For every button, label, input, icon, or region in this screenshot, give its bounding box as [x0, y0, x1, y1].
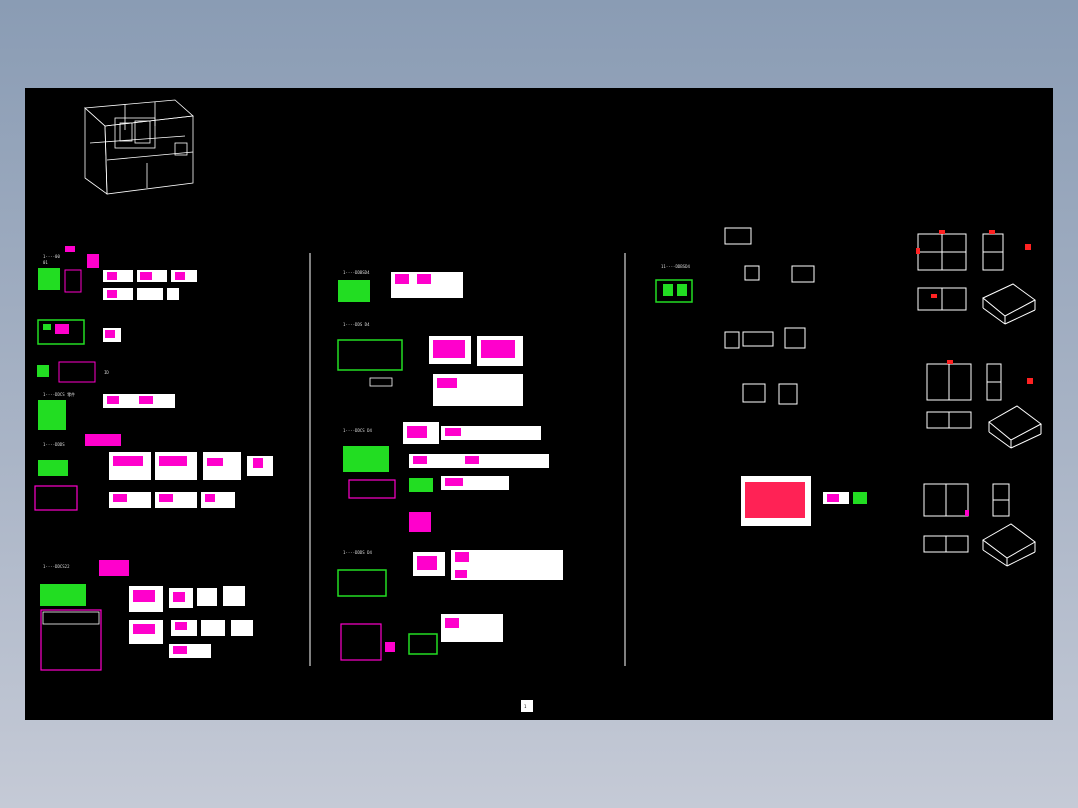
machine-isometric-view: [84, 99, 194, 195]
svg-text:1----DDS D4: 1----DDS D4: [343, 322, 370, 327]
svg-text:11----DDBSD4: 11----DDBSD4: [661, 264, 690, 269]
svg-text:ID: ID: [104, 370, 109, 375]
column-2-parts: 1----DDBSD4 1----DDS D4 1----DDCS D4 1--…: [337, 270, 563, 661]
frame-views: [917, 233, 1042, 567]
column-1-parts: 1----00 01 ID 1----DDCS 零件 1----DDDS 1--…: [34, 246, 273, 671]
page-number: 1: [524, 704, 527, 709]
cad-drawing-canvas[interactable]: 1----00 01 ID 1----DDCS 零件 1----DDDS 1--…: [25, 88, 1053, 720]
svg-text:1----00: 1----00: [43, 254, 60, 259]
drawing-sheet: 1----00 01 ID 1----DDCS 零件 1----DDDS 1--…: [34, 99, 1042, 712]
svg-text:1----DDCS D4: 1----DDCS D4: [343, 428, 372, 433]
svg-text:01: 01: [43, 260, 48, 265]
svg-text:1----DDCS22: 1----DDCS22: [43, 564, 70, 569]
svg-text:1----DDCS 零件: 1----DDCS 零件: [43, 391, 75, 397]
column-3-parts: 11----DDBSD4: [655, 227, 867, 526]
page-number-box: [521, 700, 533, 712]
frame-dimension-markers: [916, 230, 1033, 516]
svg-text:1----DDDS D4: 1----DDDS D4: [343, 550, 372, 555]
svg-text:1----DDBSD4: 1----DDBSD4: [343, 270, 370, 275]
svg-text:1----DDDS: 1----DDDS: [43, 442, 65, 447]
